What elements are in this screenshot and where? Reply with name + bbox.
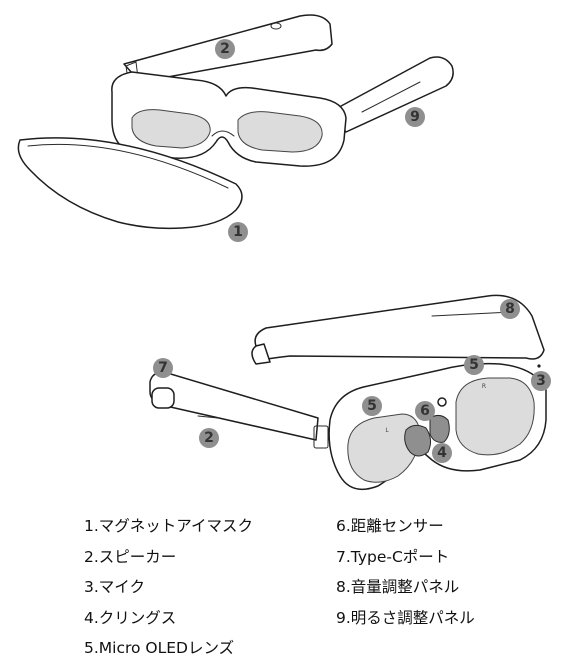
legend-item: 9.明るさ調整パネル (336, 608, 475, 627)
svg-text:2: 2 (220, 41, 230, 57)
svg-text:1: 1 (233, 224, 243, 240)
bottom-far-temple-tip (251, 343, 271, 365)
top-brightness-panel (361, 81, 421, 113)
svg-text:7: 7 (158, 360, 168, 376)
legend-item: 6.距離センサー (336, 517, 444, 535)
svg-text:8: 8 (505, 301, 515, 317)
callout-badge-5-right: 5 (464, 355, 484, 375)
callout-badge-4: 4 (432, 443, 452, 463)
top-right-lens (237, 111, 323, 153)
bottom-volume-panel (431, 311, 513, 317)
bottom-glasses-illustration: L R (149, 294, 547, 491)
callout-badge-6: 6 (415, 401, 435, 421)
bottom-hinge (313, 425, 329, 449)
legend-item: 7.Type-Cポート (336, 547, 450, 566)
svg-text:2: 2 (204, 430, 214, 446)
bottom-distance-sensor (437, 397, 447, 407)
legend-item: 8.音量調整パネル (336, 578, 460, 596)
callout-badge-9: 9 (405, 107, 425, 127)
svg-text:5: 5 (469, 357, 479, 373)
callout-badge-8: 8 (500, 299, 520, 319)
callout-badge-7: 7 (153, 358, 173, 378)
glasses-diagram: L R 1 2 9 8 7 5 3 5 6 (17, 14, 551, 491)
callout-badge-2-top: 2 (215, 39, 235, 59)
legend-item: 4.クリングス (84, 608, 177, 627)
svg-text:5: 5 (367, 398, 377, 414)
bottom-speaker-slot (197, 415, 219, 419)
callout-badge-5-left: 5 (362, 396, 382, 416)
svg-text:3: 3 (536, 373, 546, 389)
top-glasses-illustration (17, 14, 454, 230)
top-eye-mask (17, 137, 243, 230)
svg-text:4: 4 (437, 445, 447, 461)
top-eye-mask-edge (27, 143, 229, 189)
legend-item: 3.マイク (84, 578, 145, 596)
callout-badge-1: 1 (228, 222, 248, 242)
bottom-nose-pad-right (429, 414, 450, 443)
bottom-lens-mark-right: R (482, 383, 486, 390)
top-far-temple-speaker (270, 22, 282, 30)
bottom-nose-pad-left (404, 424, 432, 457)
parts-legend: 1.マグネットアイマスク 6.距離センサー 2.スピーカー 7.Type-Cポー… (84, 511, 554, 666)
legend-item: 2.スピーカー (84, 547, 177, 566)
top-left-lens (131, 109, 211, 149)
bottom-far-temple (254, 294, 545, 361)
svg-text:6: 6 (420, 403, 430, 419)
bottom-right-lens (455, 377, 535, 456)
legend-item: 5.Micro OLEDレンズ (84, 639, 235, 657)
callout-badge-3: 3 (531, 371, 551, 391)
svg-text:9: 9 (410, 109, 420, 125)
callout-badge-2-bottom: 2 (199, 428, 219, 448)
bottom-microphone-dot (537, 364, 541, 368)
bottom-type-c-port (151, 387, 175, 409)
top-nose-bridge (211, 130, 235, 137)
bottom-near-temple (149, 371, 319, 441)
top-near-temple (329, 56, 454, 133)
bottom-lens-mark-left: L (385, 427, 389, 434)
legend-item: 1.マグネットアイマスク (84, 517, 254, 535)
